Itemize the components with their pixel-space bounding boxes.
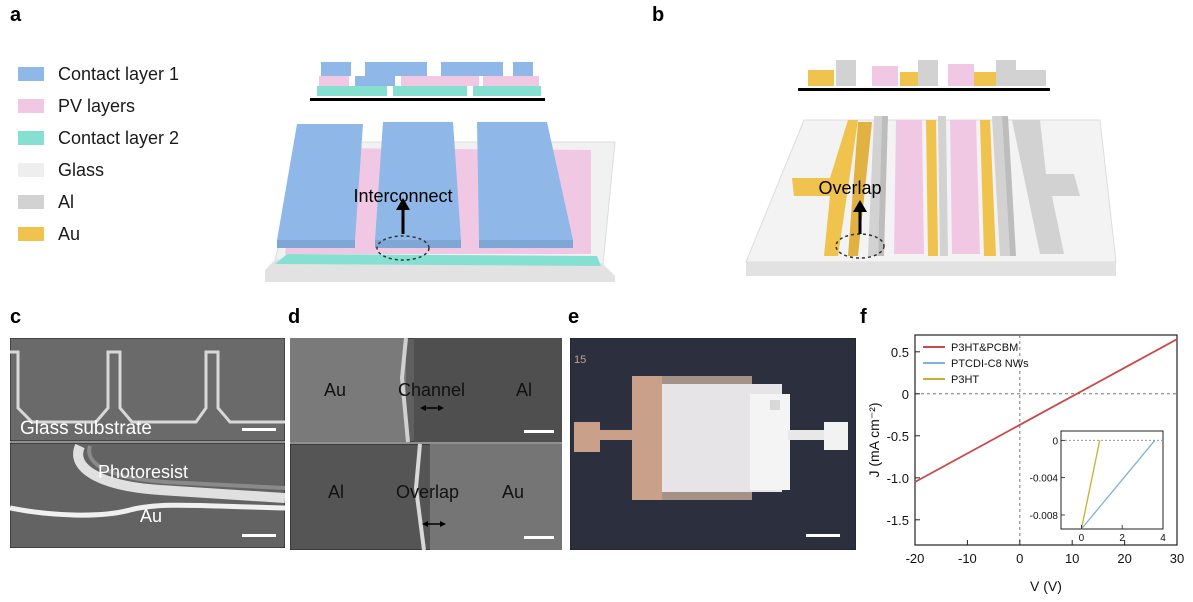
panel-a-schematic: Interconnect [265, 62, 616, 282]
panel-d-sem-images [289, 337, 563, 551]
x-tick-label: -10 [958, 551, 977, 566]
x-tick-label: 20 [1117, 551, 1131, 566]
inset-x-tick-label: 2 [1119, 533, 1125, 544]
legend-label: PV layers [58, 95, 136, 116]
panel-label-f: f [860, 306, 867, 328]
y-tick-label: -0.5 [887, 429, 909, 444]
inset-series-line [1080, 440, 1101, 530]
inset-x-tick-label: 4 [1160, 533, 1166, 544]
legend-item-contact-layer-2: Contact layer 2 [18, 126, 179, 150]
panel-b-3d-device: Overlap [745, 116, 1117, 276]
panel-b-annotation: Overlap [818, 178, 881, 198]
legend-label: Al [58, 191, 75, 212]
inset-frame [1060, 430, 1164, 530]
legend-label: PTCDI-C8 NWs [951, 358, 1029, 370]
y-tick-label: -1.5 [887, 513, 909, 528]
legend-item-pv-layers: PV layers [18, 94, 135, 118]
legend-item-al: Al [18, 190, 74, 214]
panel-a-cross-section [310, 62, 545, 101]
legend-swatch [18, 99, 44, 113]
legend-label: Contact layer 1 [58, 63, 180, 84]
x-tick-label: 30 [1170, 551, 1184, 566]
panel-d-bottom-middle-label: Overlap [396, 482, 460, 502]
panel-label-c: c [10, 306, 22, 328]
legend-swatch [18, 67, 44, 81]
y-tick-label: -1.0 [887, 471, 909, 486]
series-line-p3ht-pcbm [914, 338, 1178, 483]
x-tick-label: 10 [1065, 551, 1079, 566]
inset-y-tick-label: -0.008 [1030, 511, 1059, 522]
panel-e: 15 [569, 337, 857, 551]
panel-d-top-right-label: Al [516, 380, 533, 400]
panel-d-top-left-label: Au [324, 380, 347, 400]
legend-item-glass: Glass [18, 158, 104, 182]
panel-d: Au Channel Al Al Overlap Au [289, 337, 563, 551]
panel-c-sem-images [9, 337, 286, 549]
inset-y-tick-label: -0.004 [1030, 474, 1059, 485]
legend-swatch [18, 195, 44, 209]
inset-plot: 0 2 4 0 -0.004 -0.008 [1030, 430, 1166, 544]
panel-d-bottom-right-label: Au [502, 482, 525, 502]
legend-label: Contact layer 2 [58, 127, 180, 148]
y-tick-label: 0 [902, 387, 909, 402]
panel-label-b: b [652, 4, 665, 26]
panel-c: Glass substrate Photoresist Au [9, 337, 286, 549]
zero-reference-lines [915, 335, 1177, 545]
x-axis-ticks: -20 -10 0 10 20 30 [906, 540, 1184, 566]
panel-e-corner-text: 15 [574, 354, 587, 366]
panel-a-annotation: Interconnect [353, 186, 452, 206]
inset-y-tick-label: 0 [1052, 436, 1058, 447]
x-tick-label: 0 [1016, 551, 1023, 566]
x-axis-label: V (V) [1030, 578, 1062, 594]
panel-a-3d-device: Interconnect [265, 122, 616, 282]
legend-swatch [18, 163, 44, 177]
panel-b-schematic: Overlap [745, 60, 1117, 276]
panel-d-bottom-left-label: Al [328, 482, 345, 502]
panel-e-photo [569, 337, 857, 551]
legend-label: P3HT&PCBM [951, 342, 1018, 354]
series-lines [914, 338, 1178, 483]
legend-item-contact-layer-1: Contact layer 1 [18, 62, 179, 86]
y-axis-label: J (mA cm⁻²) [866, 402, 882, 477]
legend-swatch [18, 227, 44, 241]
panel-c-label-photoresist: Photoresist [98, 462, 189, 482]
legend-item-au: Au [18, 222, 80, 246]
panel-d-channel-arrow [420, 405, 444, 411]
panel-label-e: e [568, 306, 580, 328]
legend-label: P3HT [951, 374, 979, 386]
legend-label: Glass [58, 159, 105, 180]
panel-c-label-glass-substrate: Glass substrate [20, 418, 152, 439]
panel-c-label-au: Au [140, 506, 163, 526]
legend-label: Au [58, 223, 81, 244]
panel-d-top-middle-label: Channel [398, 380, 466, 400]
panel-label-d: d [288, 306, 301, 328]
panel-d-overlap-arrow [422, 521, 446, 527]
panel-label-a: a [10, 4, 22, 26]
legend-swatch [18, 131, 44, 145]
inset-x-tick-label: 0 [1079, 533, 1085, 544]
inset-series-line [1080, 439, 1156, 530]
y-tick-label: 0.5 [891, 345, 909, 360]
panel-b-cross-section [798, 60, 1050, 91]
y-axis-ticks: -1.5 -1.0 -0.5 0 0.5 [887, 345, 920, 528]
x-tick-label: -20 [906, 551, 925, 566]
